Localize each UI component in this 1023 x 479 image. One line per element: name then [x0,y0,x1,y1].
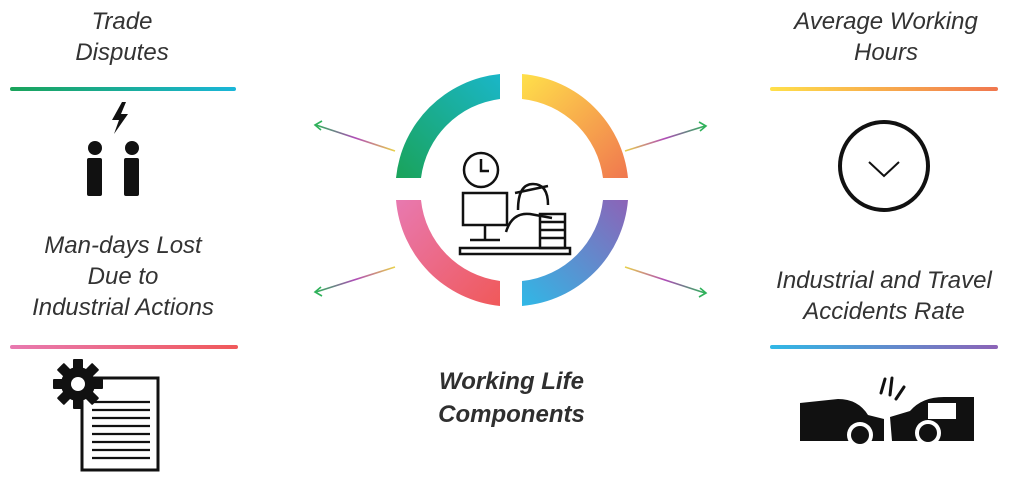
ring-segment-bottom-left [396,200,500,306]
arrow-to-man-days-lost [315,266,396,293]
center-title: Working Life Components [438,368,585,428]
label-man-days-lost: Man-days Lost Due to Industrial Actions [32,232,214,321]
underline-trade-disputes [10,87,236,91]
ring-segment-bottom-right [522,200,628,306]
arrow-to-accidents-rate [624,266,706,294]
car-crash-icon [800,376,974,448]
underline-man-days-lost [10,345,238,349]
conflict-people-lightning-icon [87,102,139,196]
arrow-to-average-working-hours [624,125,706,152]
worker-at-desk-with-clock-icon [458,151,572,256]
underline-accidents-rate [770,345,998,349]
clock-icon [838,120,930,212]
label-average-working-hours: Average Working Hours [794,8,978,66]
label-trade-disputes: Trade Disputes [75,8,169,66]
arrow-to-trade-disputes [315,124,396,152]
ring-segment-top-left [396,74,500,178]
underline-average-working-hours [770,87,998,91]
label-accidents-rate: Industrial and Travel Accidents Rate [776,267,992,325]
ring-segment-top-right [522,74,628,178]
gear-document-icon [53,359,160,472]
